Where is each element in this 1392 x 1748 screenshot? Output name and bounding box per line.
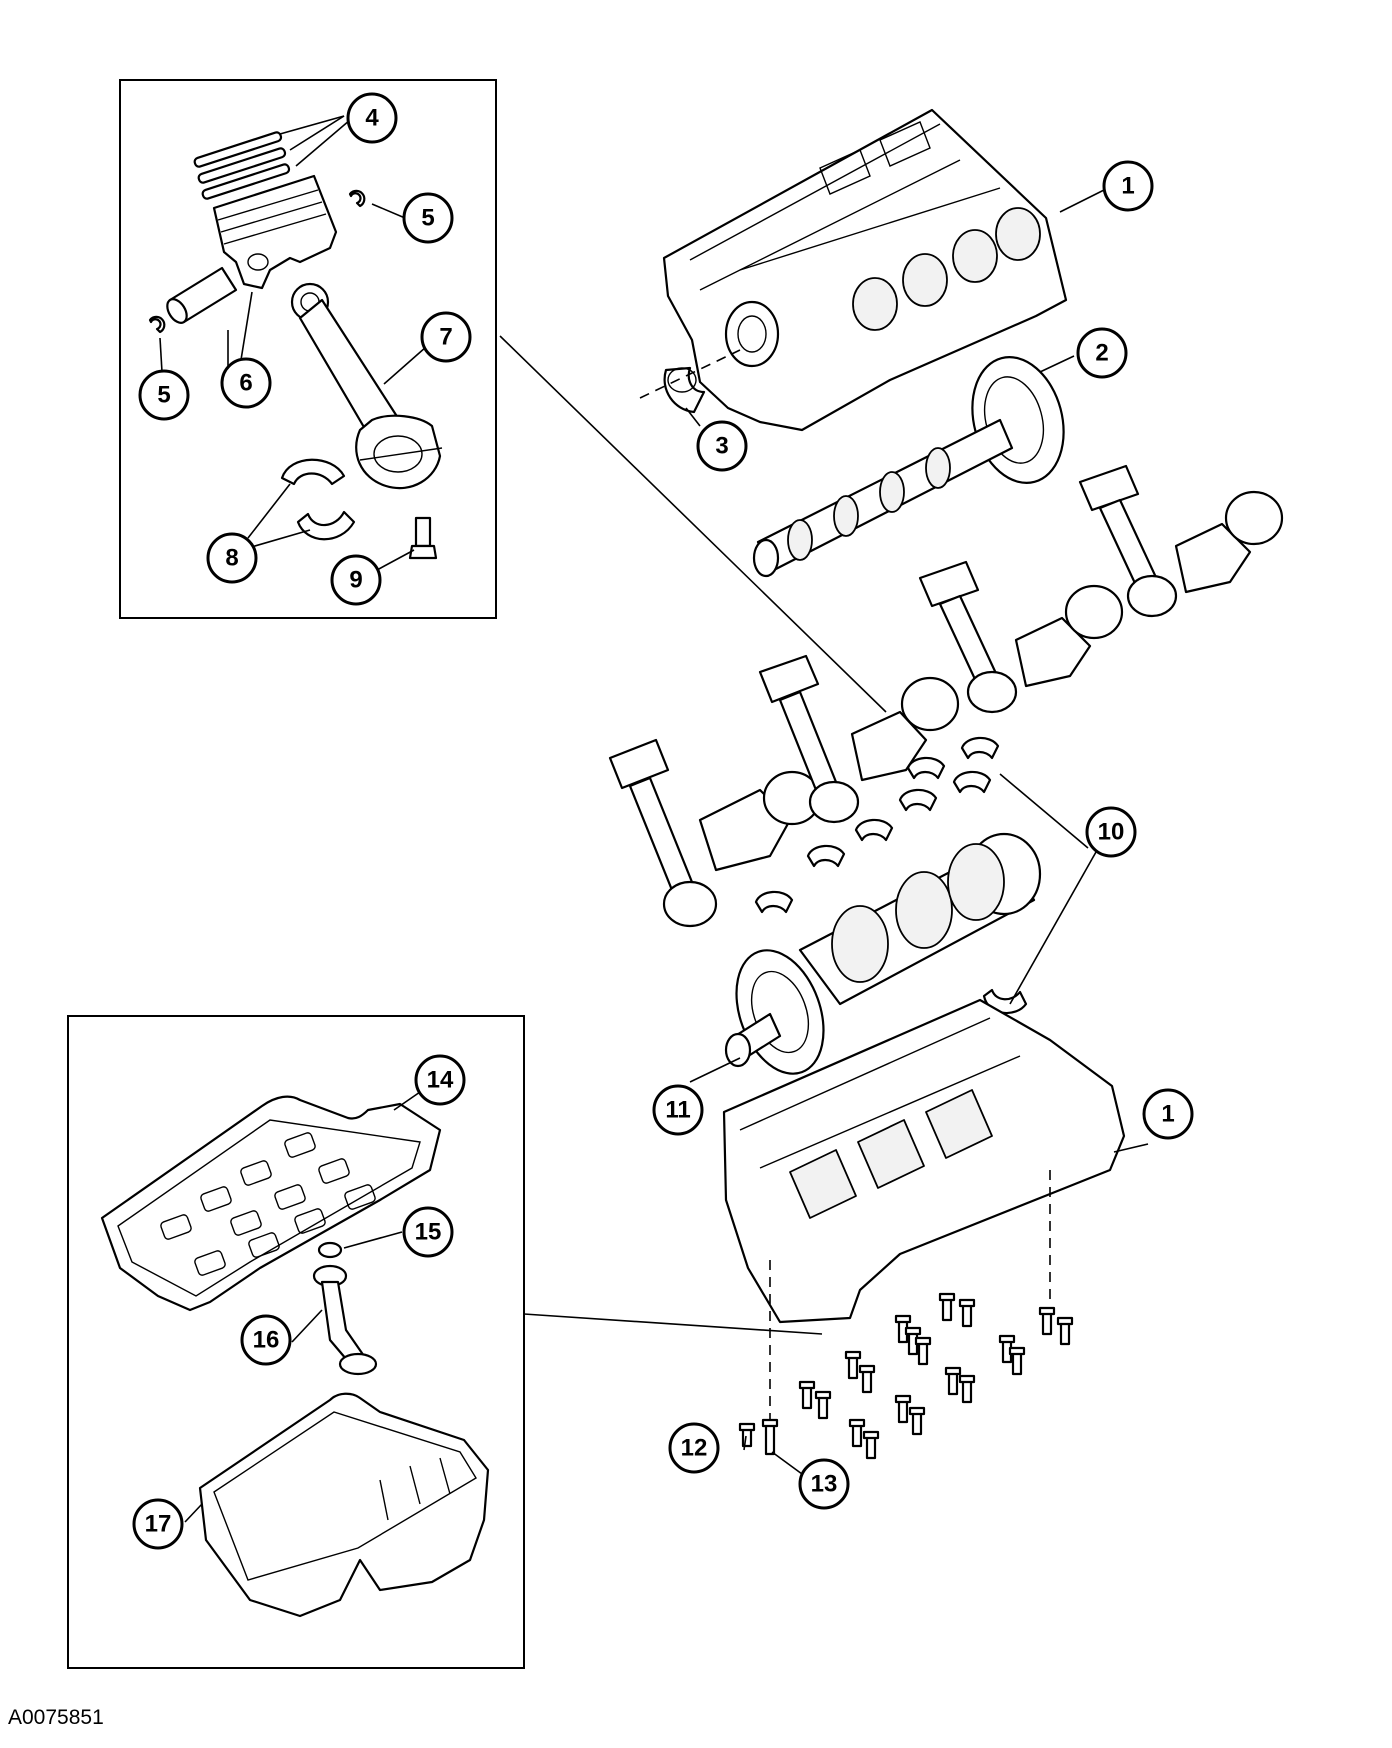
callout-5-left: 5 <box>138 369 190 421</box>
svg-text:14: 14 <box>427 1067 454 1094</box>
svg-text:17: 17 <box>145 1511 172 1538</box>
svg-text:5: 5 <box>157 382 170 409</box>
callout-1-lower: 1 <box>1142 1088 1194 1140</box>
callout-14: 14 <box>414 1054 466 1106</box>
svg-text:12: 12 <box>681 1435 708 1462</box>
cam-bearing <box>663 366 706 414</box>
oil-pickup-tube <box>312 1264 378 1376</box>
callout-5-right: 5 <box>402 192 454 244</box>
bedplate-bolts <box>738 1292 1074 1460</box>
callout-8: 8 <box>206 532 258 584</box>
svg-text:8: 8 <box>225 545 238 572</box>
callout-17: 17 <box>132 1498 184 1550</box>
svg-text:11: 11 <box>665 1097 690 1124</box>
callout-6: 6 <box>220 357 272 409</box>
oil-pan-detail-box <box>67 1015 525 1669</box>
snap-ring-left <box>148 315 166 334</box>
crankshaft <box>724 832 1042 1075</box>
rod-bearing-shells <box>280 458 356 541</box>
callout-7: 7 <box>420 311 472 363</box>
callout-11: 11 <box>652 1084 704 1136</box>
svg-text:9: 9 <box>349 567 362 594</box>
callout-9: 9 <box>330 554 382 606</box>
callout-12: 12 <box>668 1422 720 1474</box>
rod-bolt <box>408 516 438 560</box>
piston-detail-box <box>119 79 497 619</box>
callout-4: 4 <box>346 92 398 144</box>
piston-pin <box>166 266 238 324</box>
lower-crankcase <box>722 998 1126 1324</box>
svg-text:6: 6 <box>239 370 252 397</box>
piston-rod-assemblies <box>608 464 1284 928</box>
callout-1-upper: 1 <box>1102 160 1154 212</box>
callout-2: 2 <box>1076 327 1128 379</box>
callout-13: 13 <box>798 1458 850 1510</box>
figure-id-label: A0075851 <box>8 1706 104 1729</box>
svg-text:1: 1 <box>1121 173 1134 200</box>
piston-rings <box>193 131 291 200</box>
callout-16: 16 <box>240 1314 292 1366</box>
svg-text:16: 16 <box>253 1327 280 1354</box>
callout-15: 15 <box>402 1206 454 1258</box>
svg-text:15: 15 <box>415 1219 442 1246</box>
svg-text:4: 4 <box>365 105 379 132</box>
svg-text:7: 7 <box>439 324 452 351</box>
leader-lines <box>159 115 1149 1523</box>
o-ring <box>317 1241 343 1259</box>
camshaft <box>752 356 1065 578</box>
callout-10: 10 <box>1085 806 1137 858</box>
snap-ring-right <box>348 189 366 208</box>
svg-text:13: 13 <box>811 1471 838 1498</box>
svg-text:1: 1 <box>1161 1101 1174 1128</box>
svg-text:2: 2 <box>1095 340 1108 367</box>
oil-pan <box>198 1392 490 1618</box>
oil-pan-gasket <box>100 1095 442 1312</box>
engine-block-upper <box>662 108 1068 432</box>
connecting-rod <box>290 282 443 490</box>
piston <box>212 174 338 290</box>
callout-3: 3 <box>696 420 748 472</box>
svg-text:3: 3 <box>715 433 728 460</box>
svg-text:5: 5 <box>421 205 434 232</box>
svg-text:10: 10 <box>1098 819 1125 846</box>
